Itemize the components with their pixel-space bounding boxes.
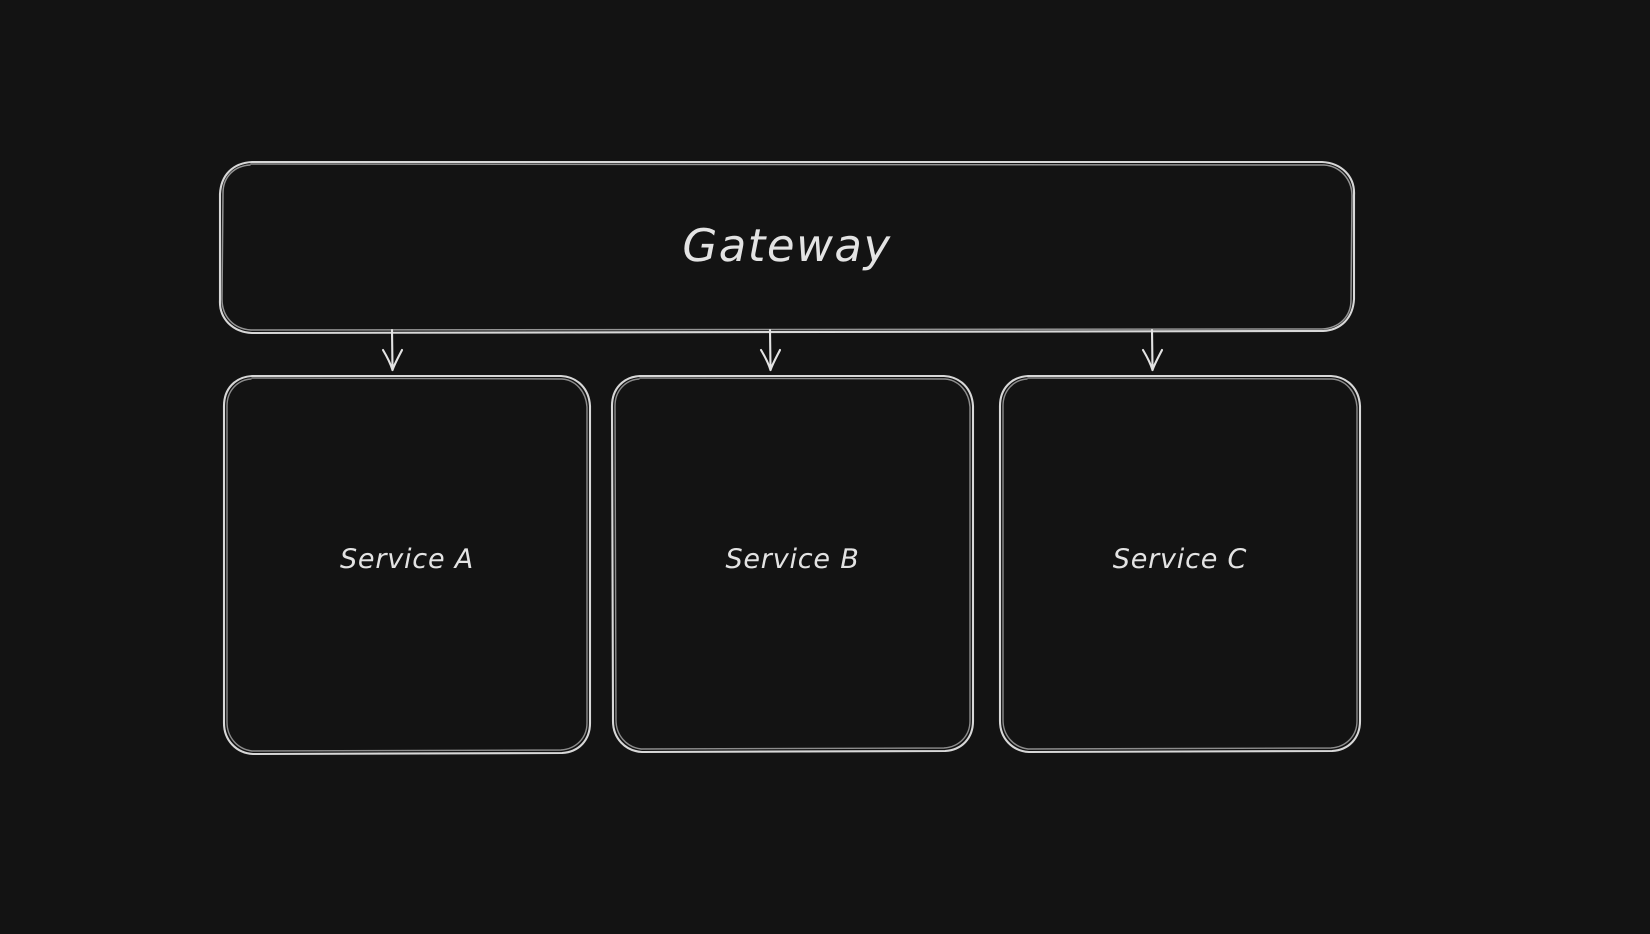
edge-gateway-to-service-c[interactable] (1141, 328, 1164, 372)
node-gateway-shape[interactable] (218, 160, 1356, 335)
node-service-c-shape[interactable] (998, 374, 1362, 754)
node-label-service-b: Service B (725, 544, 860, 575)
node-gateway[interactable] (220, 161, 1354, 333)
node-service-a-shape[interactable] (222, 374, 592, 756)
node-label-service-c: Service C (1112, 544, 1248, 575)
node-service-b-shape[interactable] (610, 374, 975, 754)
node-label-gateway: Gateway (682, 219, 892, 272)
node-service-a[interactable] (224, 375, 590, 754)
node-service-c[interactable] (1000, 375, 1360, 752)
node-label-service-a: Service A (339, 544, 475, 575)
edge-gateway-to-service-b[interactable] (759, 328, 782, 372)
node-service-b[interactable] (612, 375, 973, 752)
edge-gateway-to-service-a[interactable] (381, 328, 404, 372)
